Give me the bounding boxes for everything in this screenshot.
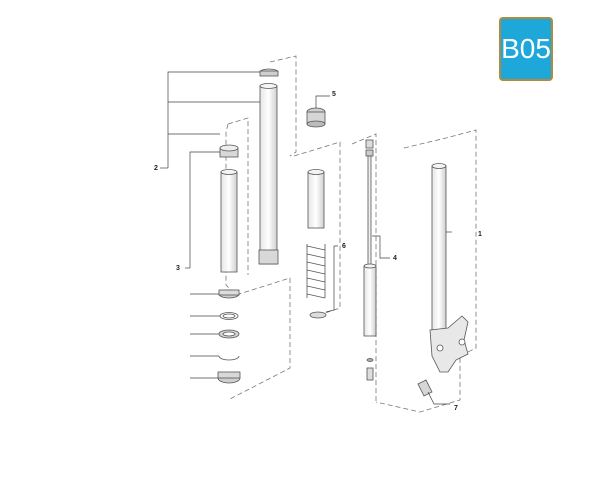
section-badge: B05: [499, 17, 553, 81]
part-1-fork-leg: [429, 163, 469, 373]
assembly-outlines: [225, 55, 477, 413]
part-6-spring-assembly: [306, 169, 327, 319]
callout-7: 7: [454, 405, 458, 412]
callout-4: 4: [393, 255, 397, 262]
part-7-adjuster: [417, 379, 433, 397]
part-4-damper-cartridge: [363, 139, 377, 381]
part-2-stanchion: [258, 68, 279, 265]
callout-1: 1: [478, 231, 482, 238]
callout-3: 3: [176, 265, 180, 272]
part-5-top-cap: [306, 107, 326, 128]
callout-2: 2: [154, 165, 158, 172]
part-3-inner-tube-seals: [217, 144, 241, 384]
callouts: 1 2 3 4 5 6 7: [154, 91, 482, 412]
callout-5: 5: [332, 91, 336, 98]
leader-lines: [160, 71, 452, 405]
callout-6: 6: [342, 243, 346, 250]
